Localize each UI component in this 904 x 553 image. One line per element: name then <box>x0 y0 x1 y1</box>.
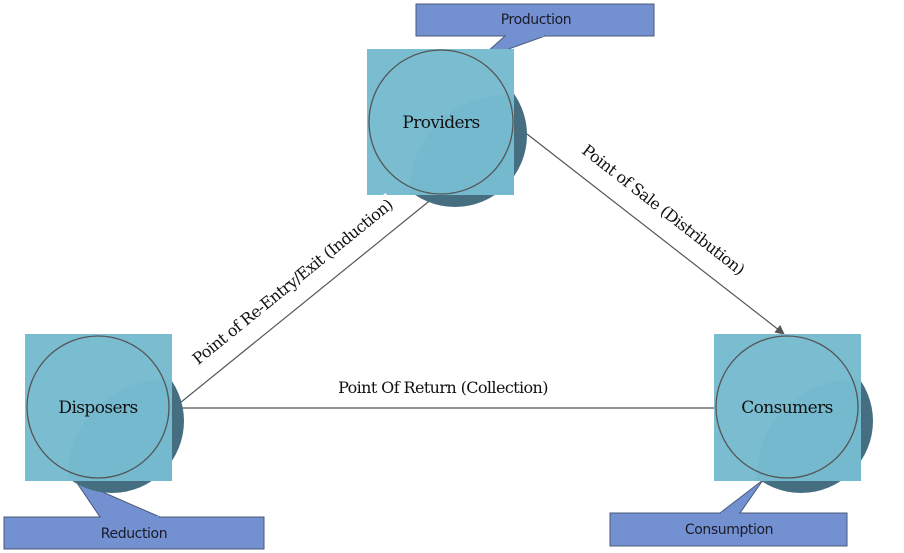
edge-line-sale <box>526 133 785 335</box>
edge-label-reentry: Point of Re-Entry/Exit (Induction) <box>189 195 397 368</box>
node-providers[interactable]: Providers <box>367 49 600 285</box>
edge-point-of-sale <box>526 133 785 335</box>
node-consumers-label: Consumers <box>741 398 833 418</box>
node-glow <box>68 380 172 481</box>
callout-box <box>415 3 655 37</box>
node-glow <box>757 380 861 481</box>
edge-label-return: Point Of Return (Collection) <box>338 378 548 397</box>
callout-production-label: Production <box>501 12 572 28</box>
callout-tail <box>718 479 764 514</box>
node-circle <box>26 335 170 479</box>
node-glow <box>410 95 514 195</box>
edge-label-sale-group: Point of Sale (Distribution) <box>578 141 748 279</box>
edge-label-sale: Point of Sale (Distribution) <box>578 141 748 279</box>
callout-box <box>3 516 265 550</box>
node-disposers[interactable]: Disposers <box>25 334 258 553</box>
callout-reduction: Reduction <box>3 478 265 550</box>
callout-consumption: Consumption <box>609 479 848 547</box>
node-circle <box>368 49 514 195</box>
edge-point-of-re-entry <box>174 193 439 408</box>
node-consumers[interactable]: Consumers <box>714 334 904 553</box>
node-providers-label: Providers <box>402 113 479 133</box>
callout-consumption-label: Consumption <box>685 522 773 538</box>
edge-label-background <box>186 193 399 371</box>
node-circle <box>715 335 859 479</box>
edge-label-reentry-group: Point of Re-Entry/Exit (Induction) <box>186 193 399 371</box>
callout-reduction-label: Reduction <box>101 526 167 542</box>
callout-box <box>609 512 848 547</box>
callout-production: Production <box>415 3 655 61</box>
edge-line-reentry <box>174 193 439 408</box>
node-disposers-label: Disposers <box>58 398 137 418</box>
